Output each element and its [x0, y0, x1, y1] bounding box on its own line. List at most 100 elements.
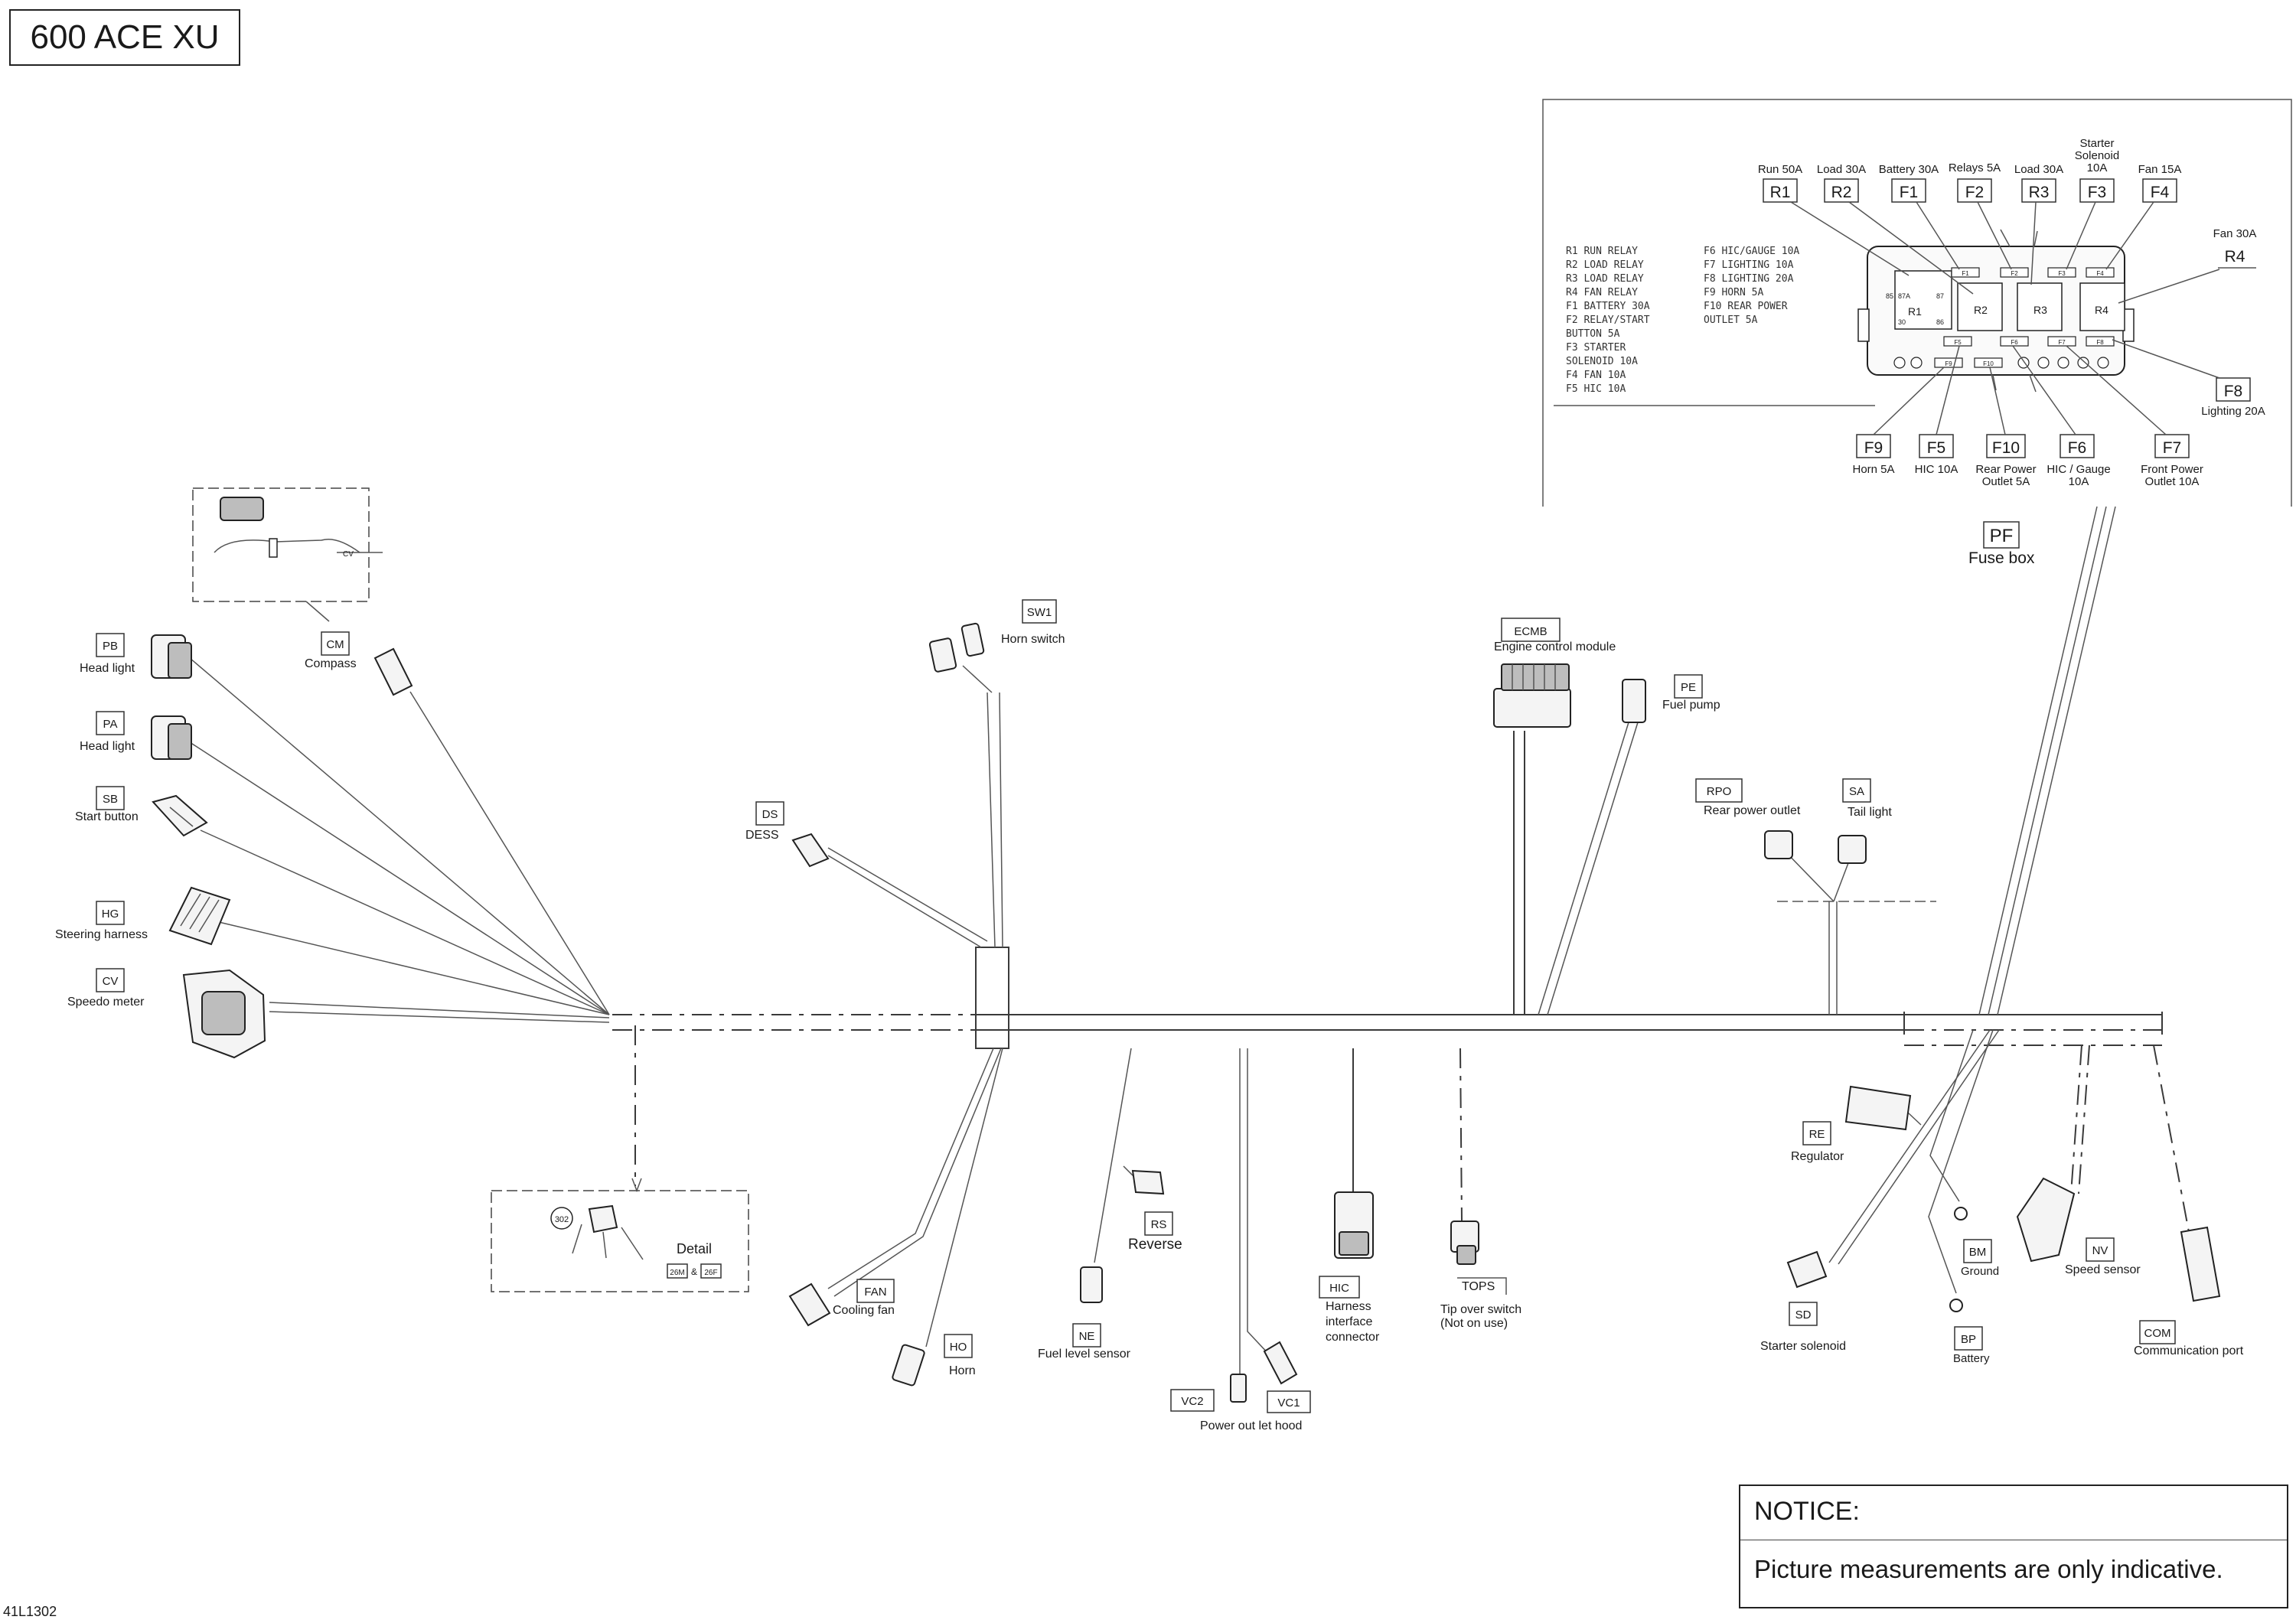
- fuse-top-labels: Run 50A R1 Load 30A R2 Battery 30A F1 Re…: [1758, 137, 2181, 295]
- detail-tag-b: 26F: [704, 1269, 717, 1277]
- tops-name2: (Not on use): [1440, 1317, 1508, 1330]
- slot-f7: F7: [2058, 339, 2066, 346]
- legend-l7: F3 STARTER: [1566, 342, 1626, 354]
- legend-r2: F8 LIGHTING 20A: [1704, 273, 1794, 285]
- f8-code: F8: [2224, 383, 2243, 400]
- compass-detail-box: CV: [192, 487, 383, 622]
- rs-code: RS: [1151, 1218, 1167, 1231]
- cv-name: Speedo meter: [67, 996, 145, 1009]
- slot-f6: F6: [2011, 339, 2018, 346]
- notice-heading: NOTICE:: [1754, 1497, 1860, 1526]
- r4-rating: Fan 30A: [2213, 227, 2257, 240]
- bp-code: BP: [1961, 1333, 1976, 1346]
- sb-name: Start button: [75, 810, 139, 823]
- legend-l6: BUTTON 5A: [1566, 328, 1620, 340]
- connector-cv: CV Speedo meter: [67, 968, 266, 1059]
- com-code: COM: [2144, 1327, 2171, 1340]
- r2-rating: Load 30A: [1817, 163, 1866, 176]
- connector-ecmb: ECMB Engine control module: [1493, 618, 1616, 1015]
- f6-rating: HIC / Gauge: [2047, 463, 2110, 476]
- f6-rating2: 10A: [2069, 475, 2089, 488]
- f5-code: F5: [1927, 439, 1946, 457]
- relay-r3: R3: [2033, 304, 2047, 316]
- f1-code: F1: [1900, 184, 1919, 201]
- sd-code: SD: [1795, 1309, 1812, 1322]
- legend-r3: F9 HORN 5A: [1704, 287, 1763, 298]
- relay-r4: R4: [2095, 304, 2108, 316]
- hic-name3: connector: [1326, 1331, 1380, 1344]
- slot-f2: F2: [2011, 270, 2018, 277]
- rs-name: Reverse: [1128, 1237, 1182, 1253]
- notice-box: NOTICE: Picture measurements are only in…: [1739, 1484, 2288, 1608]
- slot-f10: F10: [1983, 360, 1994, 367]
- hic-code: HIC: [1329, 1282, 1349, 1295]
- slot-f1: F1: [1962, 270, 1969, 277]
- connector-hic: HIC Harness interface connector: [1319, 1048, 1380, 1344]
- slot-f4: F4: [2096, 270, 2104, 277]
- sw1-name: Horn switch: [1001, 633, 1065, 646]
- detail-label: Detail: [677, 1241, 712, 1256]
- connector-nv: NV Speed sensor: [2016, 1045, 2141, 1276]
- legend-l8: SOLENOID 10A: [1566, 356, 1638, 367]
- connector-tops: TOPS Tip over switch (Not on use): [1440, 1048, 1521, 1330]
- relay-r1: R1: [1908, 305, 1922, 318]
- sa-name: Tail light: [1848, 806, 1892, 819]
- model-title: 600 ACE XU: [30, 18, 220, 56]
- f4-code: F4: [2151, 184, 2170, 201]
- cm-name: Compass: [305, 657, 357, 670]
- slot-f9: F9: [1945, 360, 1952, 367]
- pf-code: PF: [1990, 526, 2014, 546]
- r2-code: R2: [1831, 184, 1852, 201]
- legend-r0: F6 HIC/GAUGE 10A: [1704, 246, 1799, 257]
- f8-rating: Lighting 20A: [2201, 405, 2265, 418]
- drawing-reference: 41L1302: [3, 1604, 57, 1619]
- relay-r2: R2: [1974, 304, 1988, 316]
- pe-code: PE: [1681, 681, 1696, 694]
- connector-fan: FAN Cooling fan: [788, 1048, 1002, 1327]
- r4-code: R4: [2225, 248, 2245, 266]
- vc2-code: VC2: [1181, 1395, 1203, 1408]
- connector-cm: CM Compass: [305, 631, 413, 696]
- bp-name: Battery: [1953, 1352, 1990, 1365]
- vc1-name: Power out let hood: [1200, 1419, 1302, 1432]
- legend-r4: F10 REAR POWER: [1704, 301, 1788, 312]
- f7-rating: Front Power: [2141, 463, 2203, 476]
- connector-pa: PA Head light: [80, 711, 192, 760]
- com-name: Communication port: [2134, 1344, 2244, 1357]
- r1-rating: Run 50A: [1758, 163, 1802, 176]
- legend-l10: F5 HIC 10A: [1566, 383, 1626, 395]
- f3-rating-mid: Solenoid: [2075, 149, 2119, 162]
- legend-r1: F7 LIGHTING 10A: [1704, 259, 1794, 271]
- ds-code: DS: [762, 808, 778, 821]
- connectors-sd-bm-bp: SD Starter solenoid BM Ground BP Battery: [1760, 1029, 2000, 1365]
- fuse-bottom-labels: F9 Horn 5A F5 HIC 10A F10 Rear Power Out…: [1852, 345, 2203, 488]
- fuse-box-panel: R1 RUN RELAY R2 LOAD RELAY R3 LOAD RELAY…: [1542, 99, 2292, 567]
- nv-code: NV: [2092, 1244, 2108, 1257]
- cm-detail-tag: CV: [343, 550, 354, 559]
- detail-box: 302 Detail 26M & 26F: [491, 1190, 749, 1292]
- connector-pe: PE Fuel pump: [1538, 674, 1720, 1015]
- legend-l4: F1 BATTERY 30A: [1566, 301, 1650, 312]
- connector-com: COM Communication port: [2134, 1045, 2244, 1357]
- r3-code: R3: [2029, 184, 2050, 201]
- tops-name1: Tip over switch: [1440, 1303, 1521, 1316]
- rpo-code: RPO: [1707, 785, 1732, 798]
- f2-rating: Relays 5A: [1949, 161, 2001, 174]
- f6-code: F6: [2068, 439, 2087, 457]
- r3-rating: Load 30A: [2014, 163, 2063, 176]
- detail-tag-a: 26M: [670, 1269, 684, 1277]
- re-code: RE: [1809, 1128, 1825, 1141]
- pf-name: Fuse box: [1968, 549, 2035, 567]
- f9-rating: Horn 5A: [1852, 463, 1894, 476]
- slot-f8: F8: [2096, 339, 2104, 346]
- ds-name: DESS: [745, 829, 779, 842]
- re-name: Regulator: [1791, 1150, 1844, 1163]
- pe-name: Fuel pump: [1662, 699, 1720, 712]
- ho-name: Horn: [949, 1364, 976, 1377]
- sd-name: Starter solenoid: [1760, 1340, 1846, 1353]
- rpo-name: Rear power outlet: [1704, 804, 1801, 817]
- ecmb-name: Engine control module: [1494, 640, 1616, 653]
- f9-code: F9: [1864, 439, 1883, 457]
- detail-amp: &: [691, 1266, 697, 1277]
- connector-sb: SB Start button: [75, 786, 208, 837]
